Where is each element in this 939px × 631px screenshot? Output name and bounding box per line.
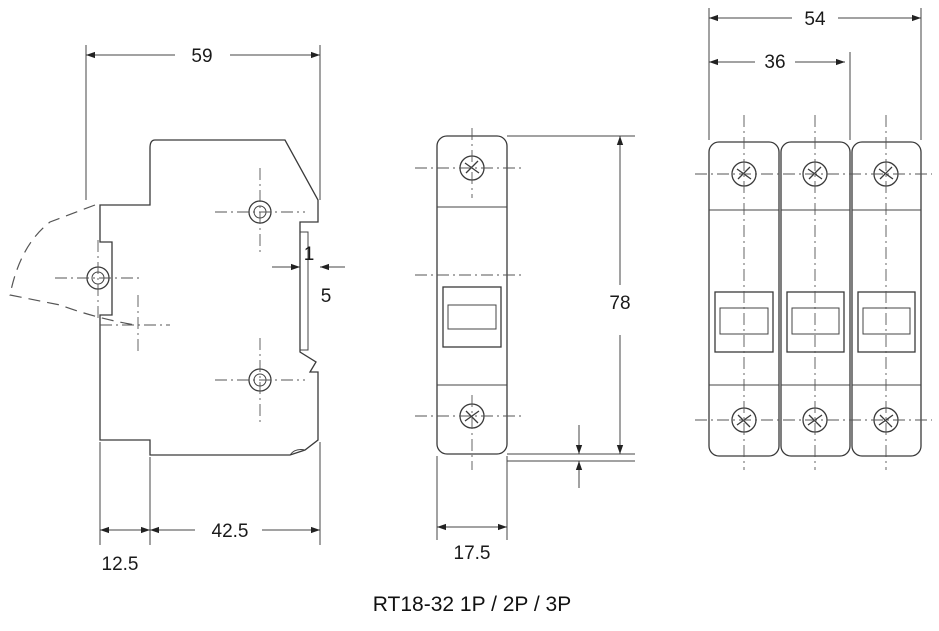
pole-2 [780,115,851,470]
side-view: 59 1 5 42.5 12.5 [9,45,345,575]
dim-side-width: 59 [191,46,212,67]
open-carrier-outline [9,204,136,326]
side-hinge [55,240,170,355]
side-body-outline [99,139,319,456]
drawing-title: RT18-32 1P / 2P / 3P [373,593,571,616]
dim-clip-depth: 5 [321,286,332,307]
front-1p-screw-bottom [415,395,525,470]
pole-3 [851,115,922,470]
side-screw-bottom [215,338,305,425]
front-1p-screw-top [415,128,525,198]
pole-1 [708,115,780,470]
front-view-1p: 78 17.5 [415,128,635,564]
latch [289,449,306,456]
front-1p-handle [442,286,502,348]
dim-2p-width: 36 [764,52,785,73]
dim-1p-width: 17.5 [454,543,491,564]
dim-clip-gap: 1 [304,244,315,265]
dim-3p-width: 54 [804,9,826,30]
front-view-3p: 54 36 [695,8,932,470]
din-clip [300,231,309,351]
dim-side-base: 42.5 [212,521,249,542]
side-screw-top [215,168,305,255]
dim-side-front: 12.5 [102,554,139,575]
dim-height: 78 [609,293,630,314]
